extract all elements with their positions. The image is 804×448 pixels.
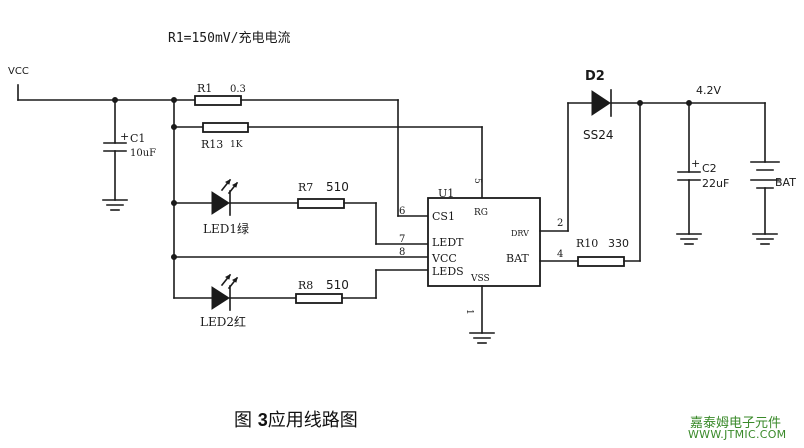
led1-label: LED1绿 (203, 221, 249, 236)
pin-drv-label: DRV (511, 229, 529, 238)
pin-5-number: 5 (472, 178, 482, 184)
c2-value: 22uF (702, 177, 729, 190)
pin-cs-label: CS1 (432, 210, 455, 223)
caption-text: 应用线路图 (267, 410, 358, 431)
ic-u1: U1 CS1 RG DRV LEDT VCC BAT LEDS VSS 5 6 … (399, 178, 563, 315)
caption-prefix: 图 (234, 410, 258, 431)
pin-4-number: 4 (557, 249, 563, 260)
pin-ledt-label: LEDT (432, 236, 464, 249)
ground-c2 (676, 233, 702, 245)
c2-label: C2 (702, 162, 717, 175)
capacitor-c1: + C1 10uF (103, 99, 156, 201)
pin-8-number: 8 (399, 247, 405, 258)
u1-label: U1 (438, 187, 454, 200)
led2-label: LED2红 (200, 314, 246, 329)
r10-value: 330 (608, 237, 629, 250)
c1-plus: + (120, 130, 129, 143)
r7-value: 510 (326, 180, 349, 194)
pin-vss-label: VSS (470, 274, 490, 284)
pin-vcc-label: VCC (431, 252, 457, 265)
diode-d2: D2 SS24 (567, 69, 766, 142)
r13-value: 1K (230, 140, 243, 150)
d2-label: D2 (585, 69, 605, 84)
figure-caption: 图 3应用线路图 (234, 406, 358, 432)
r8-value: 510 (326, 278, 349, 292)
resistor-r8: R8 510 (295, 269, 429, 304)
d2-part: SS24 (583, 128, 614, 142)
vcc-rail: VCC (8, 66, 175, 299)
r1-label: R1 (197, 82, 212, 95)
resistor-r7: R7 510 (297, 180, 429, 245)
r8-label: R8 (298, 279, 313, 292)
led2-red: LED2红 (173, 273, 297, 329)
pin-7-number: 7 (399, 234, 405, 245)
junctions (112, 97, 692, 260)
vcc-label: VCC (8, 66, 29, 77)
c1-label: C1 (130, 132, 145, 145)
pin-bat-label: BAT (506, 252, 529, 265)
ground-c1 (102, 199, 128, 211)
resistor-r13: R13 1K (173, 122, 483, 151)
resistor-r10: R10 330 (576, 102, 641, 267)
pin-6-number: 6 (399, 206, 405, 217)
resistor-r1: R1 0.3 (173, 82, 399, 106)
title-note: R1=150mV/充电电流 (168, 30, 290, 46)
r7-label: R7 (298, 181, 313, 194)
caption-number: 3 (257, 410, 268, 430)
output-voltage: 4.2V (696, 84, 721, 97)
r10-label: R10 (576, 237, 598, 250)
watermark-url: WWW.JTMIC.COM (688, 428, 787, 441)
bat-label: BAT (775, 176, 796, 189)
battery-bat: BAT (750, 102, 796, 235)
ground-bat (752, 233, 778, 245)
c1-value: 10uF (130, 148, 156, 159)
r1-value: 0.3 (230, 84, 246, 95)
pin-2-number: 2 (557, 218, 563, 229)
pin-1-number: 1 (464, 309, 474, 315)
watermark-company: 嘉泰姆电子元件 (690, 416, 782, 431)
pin-rg-label: RG (474, 208, 488, 218)
capacitor-c2: + C2 22uF (677, 102, 729, 235)
led1-green: LED1绿 (173, 178, 299, 236)
r13-label: R13 (201, 138, 223, 151)
pin-leds-label: LEDS (432, 265, 464, 278)
ground-u1 (469, 285, 495, 344)
c2-plus: + (691, 157, 700, 170)
